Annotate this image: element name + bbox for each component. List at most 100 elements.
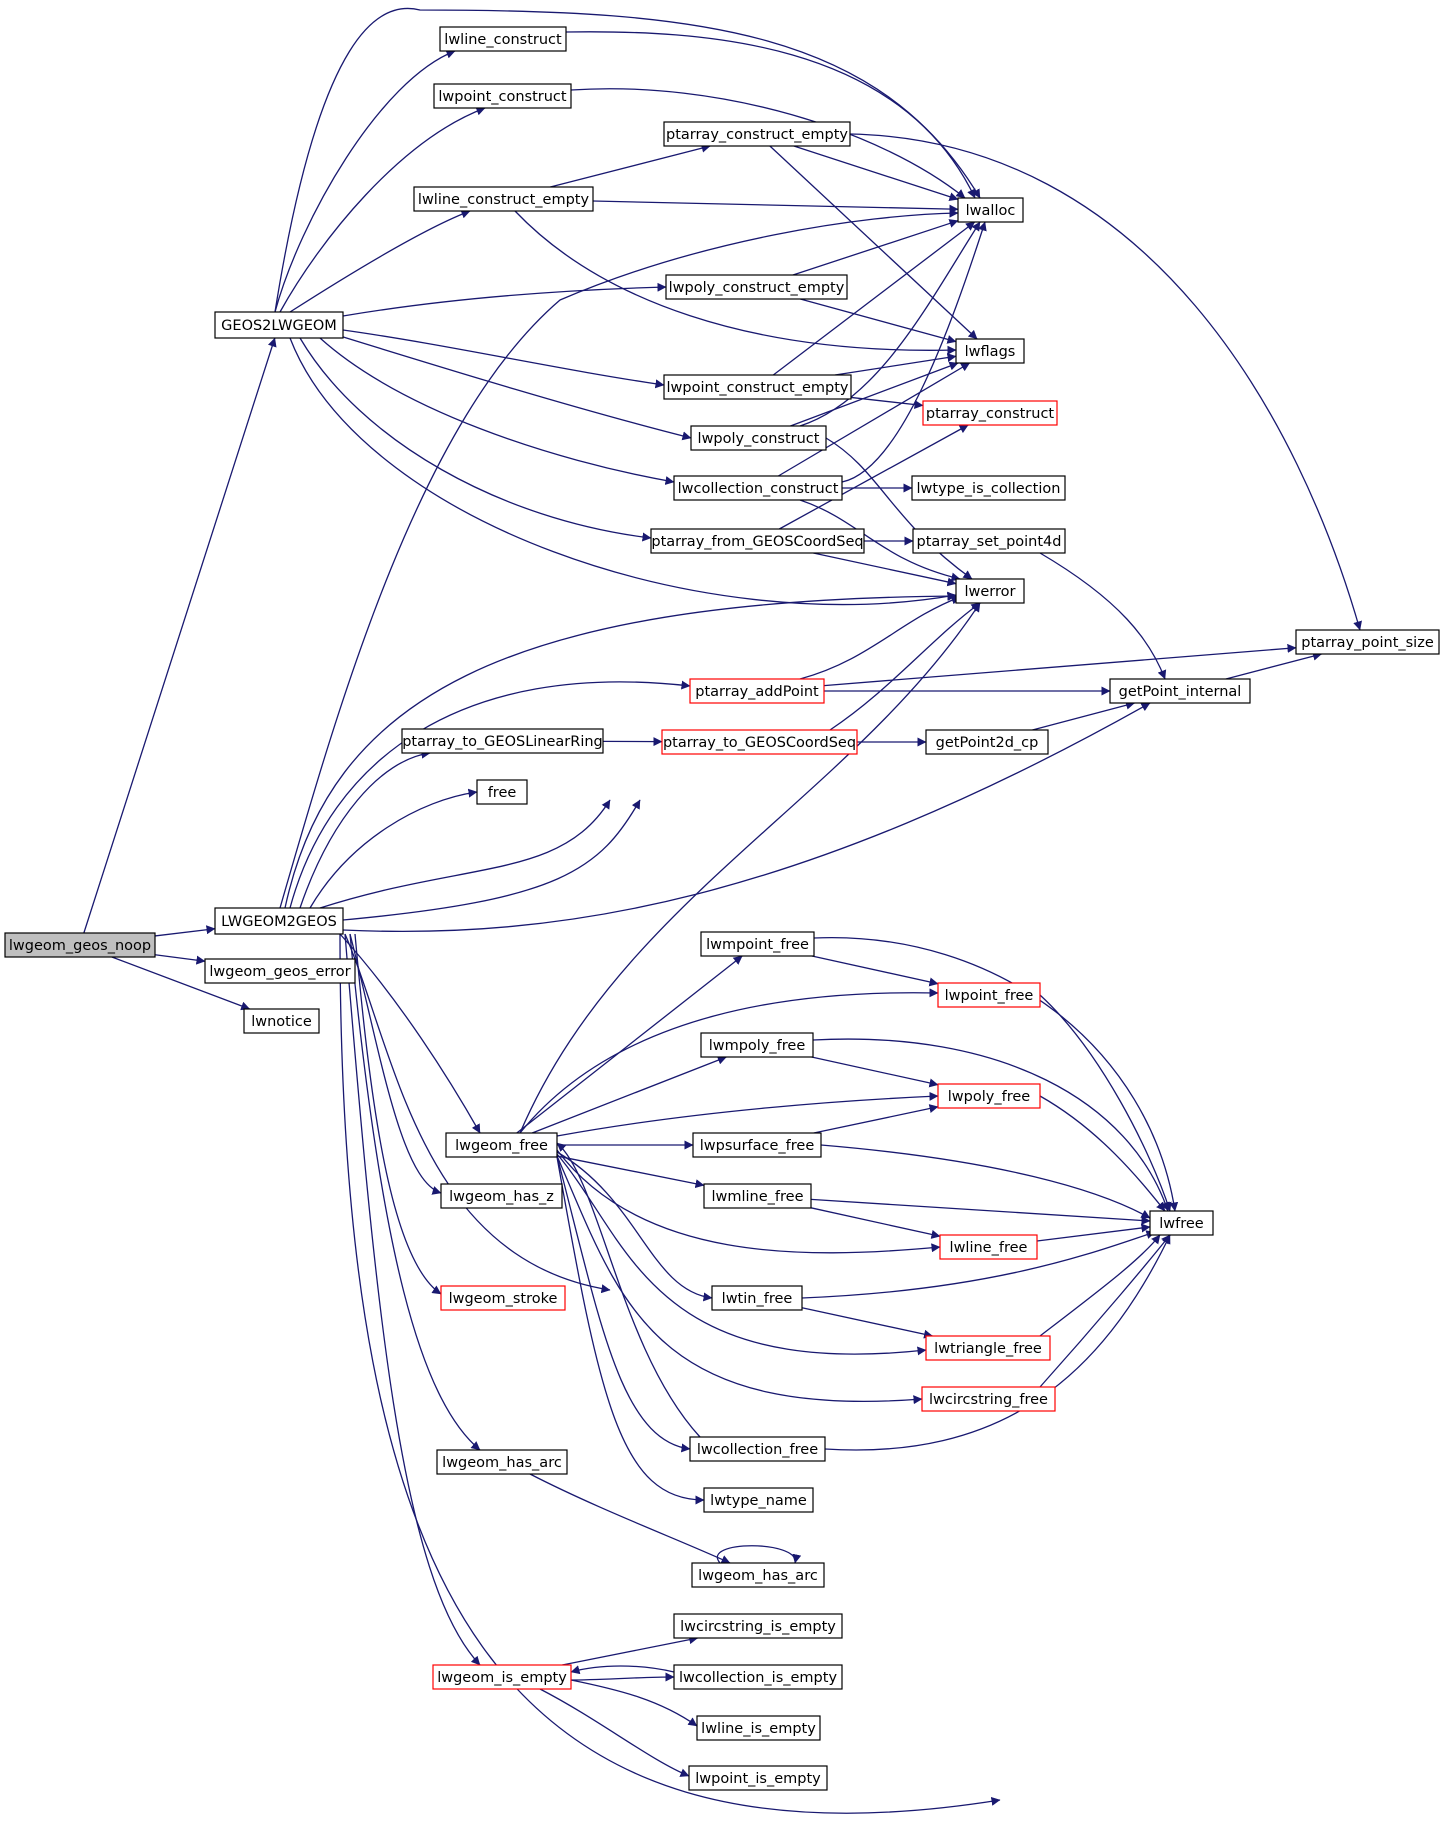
node-lwcollection-construct[interactable]: lwcollection_construct: [673, 475, 843, 501]
node-lwgeom-has-arc-outer[interactable]: lwgeom_has_arc: [436, 1449, 568, 1475]
node-lwerror[interactable]: lwerror: [955, 578, 1025, 604]
node-ptarray-to-geoslinearring[interactable]: ptarray_to_GEOSLinearRing: [401, 728, 604, 754]
node-lwpoly-construct[interactable]: lwpoly_construct: [690, 425, 827, 451]
node-label: lwline_is_empty: [701, 1721, 816, 1737]
node-lwtin-free[interactable]: lwtin_free: [711, 1285, 803, 1311]
node-box: [690, 425, 827, 451]
node-lwline-construct[interactable]: lwline_construct: [439, 26, 567, 52]
node-box: [925, 729, 1049, 755]
edge-lwcircstring_free-to-lwfree: [1039, 1234, 1171, 1388]
node-lwalloc[interactable]: lwalloc: [957, 197, 1024, 223]
node-label: lwgeom_stroke: [449, 1291, 558, 1307]
edge-LWGEOM2GEOS-to-lwgeom_has_z: [349, 933, 442, 1195]
edge-lwline_free-to-lwfree: [1036, 1223, 1151, 1242]
node-lwpoint-construct-empty[interactable]: lwpoint_construct_empty: [663, 374, 852, 400]
node-box: [921, 1386, 1056, 1412]
edge-LWGEOM2GEOS-to-getPoint2d_cp: [342, 799, 641, 921]
edge-GEOS2LWGEOM-to-ptarray_from_GEOSCoordSeq: [299, 337, 652, 542]
node-box: [1295, 629, 1440, 655]
node-label: free: [488, 785, 517, 801]
node-ptarray-construct[interactable]: ptarray_construct: [922, 400, 1058, 426]
node-lwpoly-free[interactable]: lwpoly_free: [937, 1083, 1041, 1109]
node-ptarray-from-geoscoordseq[interactable]: ptarray_from_GEOSCoordSeq: [650, 528, 865, 554]
edge-lwcollection_construct-to-lwflags: [777, 362, 971, 477]
node-label: lwline_construct_empty: [418, 192, 590, 208]
edge-lwpoly_construct-to-lwalloc: [799, 221, 981, 427]
edge-lwgeom_free-to-lwpoint_free: [519, 988, 939, 1134]
edge-lwgeom_geos_noop-to-lwgeom_geos_error: [154, 954, 206, 965]
node-lwcircstring-free[interactable]: lwcircstring_free: [921, 1386, 1056, 1412]
node-label: lwpoly_construct: [698, 431, 820, 447]
edge-lwmpoint_free-to-lwfree: [813, 937, 1179, 1212]
node-ptarray-set-point4d[interactable]: ptarray_set_point4d: [912, 528, 1066, 554]
node-geos2lwgeom[interactable]: GEOS2LWGEOM: [214, 311, 344, 339]
node-lwtype-is-collection[interactable]: lwtype_is_collection: [911, 475, 1066, 501]
node-ptarray-to-geoscoordseq[interactable]: ptarray_to_GEOSCoordSeq: [661, 729, 858, 755]
node-lwgeom-has-z[interactable]: lwgeom_has_z: [440, 1183, 563, 1209]
edge-getPoint2d_cp-to-getPoint_internal: [1032, 700, 1136, 731]
edge-lwmline_free-to-lwline_free: [810, 1207, 941, 1239]
node-lwpoint-construct[interactable]: lwpoint_construct: [433, 83, 572, 109]
node-lwgeom-is-empty[interactable]: lwgeom_is_empty: [432, 1664, 572, 1690]
edge-LWGEOM2GEOS-to-lwerror: [284, 591, 957, 909]
node-lwpoly-construct-empty[interactable]: lwpoly_construct_empty: [665, 274, 848, 300]
node-box: [433, 83, 572, 109]
node-label: lwgeom_geos_noop: [9, 938, 151, 954]
node-lwgeom-geos-error[interactable]: lwgeom_geos_error: [204, 958, 356, 984]
node-lwgeom-has-arc-inner[interactable]: lwgeom_has_arc: [691, 1562, 825, 1588]
node-ptarray-construct-empty[interactable]: ptarray_construct_empty: [663, 121, 851, 147]
node-box: [955, 578, 1025, 604]
node-label: lwgeom_free: [455, 1138, 548, 1154]
node-lwtype-name[interactable]: lwtype_name: [703, 1487, 814, 1513]
node-lwgeom-geos-noop[interactable]: lwgeom_geos_noop: [4, 932, 156, 958]
node-lwflags[interactable]: lwflags: [955, 338, 1025, 364]
edge-lwgeom_free-to-lwline_free: [556, 1149, 941, 1254]
node-getpoint-internal[interactable]: getPoint_internal: [1109, 678, 1251, 704]
node-lwmpoint-free[interactable]: lwmpoint_free: [700, 931, 815, 957]
node-lwline-free[interactable]: lwline_free: [939, 1234, 1038, 1260]
node-box: [432, 1664, 572, 1690]
node-box: [440, 1285, 566, 1311]
node-ptarray-addpoint[interactable]: ptarray_addPoint: [689, 678, 825, 704]
node-box: [689, 1436, 826, 1462]
node-lwmpoly-free[interactable]: lwmpoly_free: [700, 1032, 814, 1058]
edge-lwgeom_is_empty-to-lwline_is_empty: [570, 1679, 698, 1727]
edge-LWGEOM2GEOS-to-lwalloc: [279, 208, 959, 909]
node-lwfree[interactable]: lwfree: [1149, 1210, 1214, 1236]
edge-lwgeom_free-to-lwcircstring_free: [556, 1155, 923, 1405]
edge-getPoint_internal-to-ptarray_point_size: [1225, 651, 1323, 680]
node-lwtriangle-free[interactable]: lwtriangle_free: [925, 1335, 1051, 1361]
node-box: [1149, 1210, 1214, 1236]
node-lwcollection-is-empty[interactable]: lwcollection_is_empty: [673, 1664, 843, 1690]
edge-lwpoly_construct-to-lwerror: [825, 437, 973, 580]
node-lwgeom2geos[interactable]: LWGEOM2GEOS: [214, 907, 344, 935]
edge-ptarray_from_GEOSCoordSeq-to-lwerror: [813, 552, 957, 587]
node-ptarray-point-size[interactable]: ptarray_point_size: [1295, 629, 1440, 655]
node-lwpoint-free[interactable]: lwpoint_free: [937, 982, 1041, 1008]
node-lwcircstring-is-empty[interactable]: lwcircstring_is_empty: [673, 1613, 843, 1639]
node-lwnotice[interactable]: lwnotice: [243, 1008, 320, 1034]
edge-ptarray_construct_empty-to-lwalloc: [793, 145, 959, 202]
edge-lwline_construct_empty-to-ptarray_construct_empty: [550, 143, 711, 188]
edge-LWGEOM2GEOS-to-lwgeom_has_arc_outer: [349, 933, 481, 1451]
node-free[interactable]: free: [476, 779, 528, 805]
node-lwcollection-free[interactable]: lwcollection_free: [689, 1436, 826, 1462]
node-box: [440, 1183, 563, 1209]
node-label: lwerror: [965, 584, 1016, 600]
node-lwpsurface-free[interactable]: lwpsurface_free: [692, 1132, 822, 1158]
node-lwgeom-stroke[interactable]: lwgeom_stroke: [440, 1285, 566, 1311]
node-label: lwgeom_has_arc: [698, 1568, 818, 1584]
node-box: [4, 932, 156, 958]
node-lwpoint-is-empty[interactable]: lwpoint_is_empty: [688, 1765, 828, 1791]
node-box: [703, 1487, 814, 1513]
node-getpoint2d-cp[interactable]: getPoint2d_cp: [925, 729, 1049, 755]
edge-GEOS2LWGEOM-to-lwline_construct: [274, 49, 456, 313]
node-box: [413, 186, 594, 212]
node-label: lwpoint_free: [945, 988, 1034, 1004]
node-lwmline-free[interactable]: lwmline_free: [703, 1183, 812, 1209]
node-lwline-is-empty[interactable]: lwline_is_empty: [696, 1715, 821, 1741]
node-lwline-construct-empty[interactable]: lwline_construct_empty: [413, 186, 594, 212]
node-lwgeom-free[interactable]: lwgeom_free: [445, 1132, 558, 1158]
node-box: [703, 1183, 812, 1209]
